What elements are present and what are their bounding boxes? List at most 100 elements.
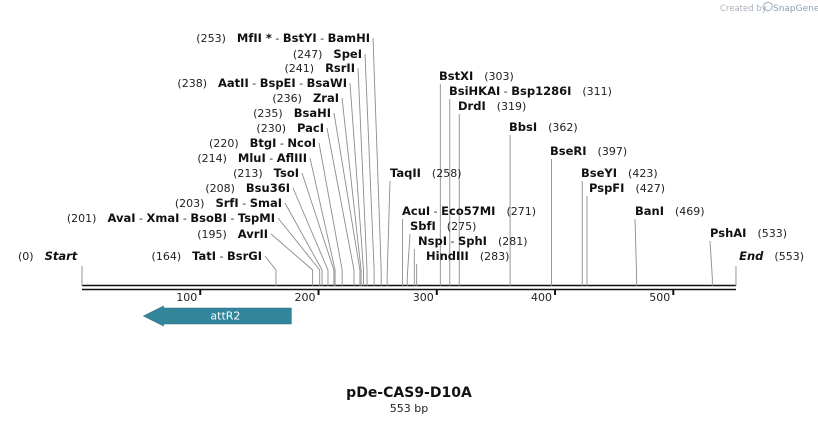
site-label-text: (214) MluI - AflIII bbox=[197, 151, 307, 165]
enzyme-smai: SmaI bbox=[250, 196, 282, 210]
name-separator: - bbox=[430, 205, 441, 218]
site-position: (238) bbox=[177, 77, 218, 90]
site-label-avrii[interactable]: (195) AvrII bbox=[197, 227, 268, 241]
site-label-text: (253) MfII * - BstYI - BamHI bbox=[196, 31, 370, 45]
site-position: (235) bbox=[253, 107, 294, 120]
enzyme-paci: PacI bbox=[297, 121, 324, 135]
enzyme-bsobi: BsoBI bbox=[190, 211, 227, 225]
enzyme-bspei: BspEI bbox=[260, 76, 296, 90]
site-label-mfii[interactable]: (253) MfII * - BstYI - BamHI bbox=[196, 31, 370, 45]
site-position: (281) bbox=[487, 235, 528, 248]
site-label-bsu36i[interactable]: (208) Bsu36I bbox=[205, 181, 290, 195]
connector-sbfi bbox=[406, 233, 411, 286]
enzyme-bseyi: BseYI bbox=[581, 166, 617, 180]
enzyme-rsrii: RsrII bbox=[325, 61, 355, 75]
site-label-aatii[interactable]: (238) AatII - BspEI - BsaWI bbox=[177, 76, 347, 90]
name-separator: - bbox=[296, 77, 307, 90]
name-separator: - bbox=[136, 212, 147, 225]
site-position: (423) bbox=[617, 167, 658, 180]
site-position: (271) bbox=[495, 205, 536, 218]
site-label-drdi[interactable]: DrdI (319) bbox=[458, 99, 526, 113]
site-label-tsoi[interactable]: (213) TsoI bbox=[233, 166, 299, 180]
enzyme-hindiii: HindIII bbox=[426, 249, 469, 263]
connector-mfii bbox=[372, 37, 382, 286]
site-label-taqii[interactable]: TaqII (258) bbox=[390, 166, 462, 180]
connector-paci bbox=[326, 127, 355, 286]
site-position: (258) bbox=[421, 167, 462, 180]
site-label-tati[interactable]: (164) TatI - BsrGI bbox=[152, 249, 262, 263]
site-label-pspfi[interactable]: PspFI (427) bbox=[589, 181, 665, 195]
connector-taqii bbox=[386, 180, 391, 286]
enzyme-sphi: SphI bbox=[458, 234, 487, 248]
site-position: (319) bbox=[486, 100, 527, 113]
site-label-text: (201) AvaI - XmaI - BsoBI - TspMI bbox=[67, 211, 275, 225]
site-position: (283) bbox=[469, 250, 510, 263]
enzyme-taqii: TaqII bbox=[390, 166, 421, 180]
name-separator: - bbox=[276, 137, 287, 150]
site-position: (230) bbox=[256, 122, 297, 135]
credit-brand: SnapGene bbox=[773, 4, 818, 14]
site-label-srfi[interactable]: (203) SrfI - SmaI bbox=[175, 196, 282, 210]
feature-attr2[interactable]: attR2 bbox=[142, 305, 292, 327]
site-position: (236) bbox=[272, 92, 313, 105]
enzyme-avrii: AvrII bbox=[238, 227, 268, 241]
connector-spei bbox=[364, 53, 375, 286]
site-label-bani[interactable]: BanI (469) bbox=[635, 204, 705, 218]
site-label-text: (195) AvrII bbox=[197, 227, 268, 241]
site-label-bsihkai[interactable]: BsiHKAI - Bsp1286I (311) bbox=[449, 84, 612, 98]
sequence-end-marker: End (553) bbox=[739, 249, 804, 263]
enzyme-bsahi: BsaHI bbox=[294, 106, 331, 120]
enzyme-aatii: AatII bbox=[218, 76, 249, 90]
name-separator: - bbox=[216, 250, 227, 263]
ruler-tick-label: 300 bbox=[413, 291, 434, 304]
end-name: End bbox=[739, 249, 764, 263]
feature-label: attR2 bbox=[210, 310, 240, 323]
name-separator: - bbox=[227, 212, 238, 225]
site-position: (362) bbox=[537, 121, 578, 134]
enzyme-pshai: PshAI bbox=[710, 226, 746, 240]
site-label-btgi[interactable]: (220) BtgI - NcoI bbox=[209, 136, 316, 150]
site-label-bseyi[interactable]: BseYI (423) bbox=[581, 166, 658, 180]
feature-track: attR2 bbox=[142, 305, 292, 327]
site-label-text: BseYI (423) bbox=[581, 166, 658, 180]
enzyme-bsp1286i: Bsp1286I bbox=[511, 84, 571, 98]
enzyme-mfii: MfII * bbox=[237, 31, 272, 45]
connector-avai bbox=[277, 217, 321, 286]
site-position: (195) bbox=[197, 228, 238, 241]
site-label-sbfi[interactable]: SbfI (275) bbox=[410, 219, 476, 233]
feature-arrow bbox=[142, 305, 292, 327]
site-label-bbsi[interactable]: BbsI (362) bbox=[509, 120, 578, 134]
sequence-backbone bbox=[82, 284, 736, 291]
site-label-avai[interactable]: (201) AvaI - XmaI - BsoBI - TspMI bbox=[67, 211, 275, 225]
site-position: (533) bbox=[746, 227, 787, 240]
site-label-nspi[interactable]: NspI - SphI (281) bbox=[418, 234, 528, 248]
connector-srfi bbox=[284, 202, 323, 286]
site-label-rsrii[interactable]: (241) RsrII bbox=[284, 61, 355, 75]
site-label-zrai[interactable]: (236) ZraI bbox=[272, 91, 339, 105]
sequence-start-marker: (0) Start bbox=[18, 249, 78, 263]
snapgene-credit: Created by SnapGene bbox=[720, 1, 818, 14]
site-label-text: HindIII (283) bbox=[426, 249, 509, 263]
ruler-tick-label: 400 bbox=[531, 291, 552, 304]
site-label-bsahi[interactable]: (235) BsaHI bbox=[253, 106, 331, 120]
site-position: (397) bbox=[587, 145, 628, 158]
site-label-spei[interactable]: (247) SpeI bbox=[293, 47, 362, 61]
site-label-acui[interactable]: AcuI - Eco57MI (271) bbox=[402, 204, 536, 218]
site-label-bseri[interactable]: BseRI (397) bbox=[550, 144, 627, 158]
site-label-hindiii[interactable]: HindIII (283) bbox=[426, 249, 509, 263]
site-position: (164) bbox=[152, 250, 193, 263]
site-labels: (253) MfII * - BstYI - BamHI(247) SpeI(2… bbox=[18, 31, 804, 263]
enzyme-srfi: SrfI bbox=[215, 196, 238, 210]
enzyme-tati: TatI bbox=[192, 249, 216, 263]
site-label-bstxi[interactable]: BstXI (303) bbox=[439, 69, 514, 83]
enzyme-zrai: ZraI bbox=[313, 91, 339, 105]
ruler-tick-label: 500 bbox=[649, 291, 670, 304]
site-label-mlui[interactable]: (214) MluI - AflIII bbox=[197, 151, 307, 165]
site-label-paci[interactable]: (230) PacI bbox=[256, 121, 324, 135]
enzyme-spei: SpeI bbox=[333, 47, 362, 61]
site-label-text: (238) AatII - BspEI - BsaWI bbox=[177, 76, 347, 90]
site-label-text: BanI (469) bbox=[635, 204, 705, 218]
end-label-text: End (553) bbox=[739, 249, 804, 263]
site-label-pshai[interactable]: PshAI (533) bbox=[710, 226, 787, 240]
name-separator: - bbox=[317, 32, 328, 45]
